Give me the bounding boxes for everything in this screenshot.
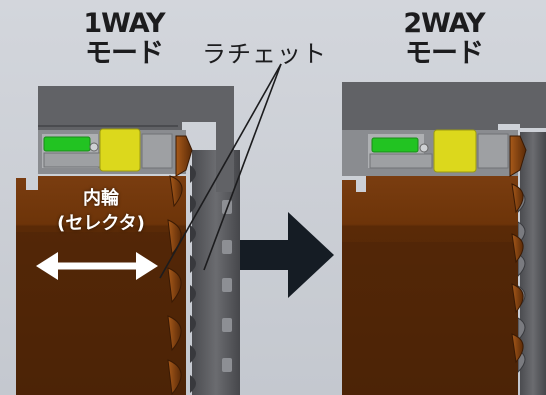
right-assembly [342,82,546,395]
left-inner-ring-teeth [167,135,193,395]
left-pawl [99,128,141,172]
left-mode-line2: モード [85,38,164,69]
left-spring [43,136,91,152]
left-mode-title: 1WAY モード [64,9,184,69]
right-inner-ring-teeth [509,135,527,364]
right-ratchet-ring [520,132,546,395]
right-mode-line2: モード [405,38,484,69]
left-ratchet-teeth [190,165,196,393]
right-mode-title: 2WAY モード [384,9,504,69]
right-spring [371,137,419,153]
right-arrow-icon [240,212,334,298]
inner-ring-label: 内輪 (セレクタ) [36,186,166,236]
ratchet-label: ラチェット [202,40,327,68]
double-arrow-icon [36,252,158,280]
inner-ring-label-line2: (セレクタ) [57,213,145,234]
left-mode-line1: 1WAY [83,8,165,39]
left-assembly [16,86,240,395]
right-pawl [433,129,477,173]
leader-line-icon [159,63,282,279]
inner-ring-label-line1: 内輪 [83,188,119,209]
right-mode-line1: 2WAY [403,8,485,39]
right-housing [342,82,546,132]
left-housing [38,86,234,192]
